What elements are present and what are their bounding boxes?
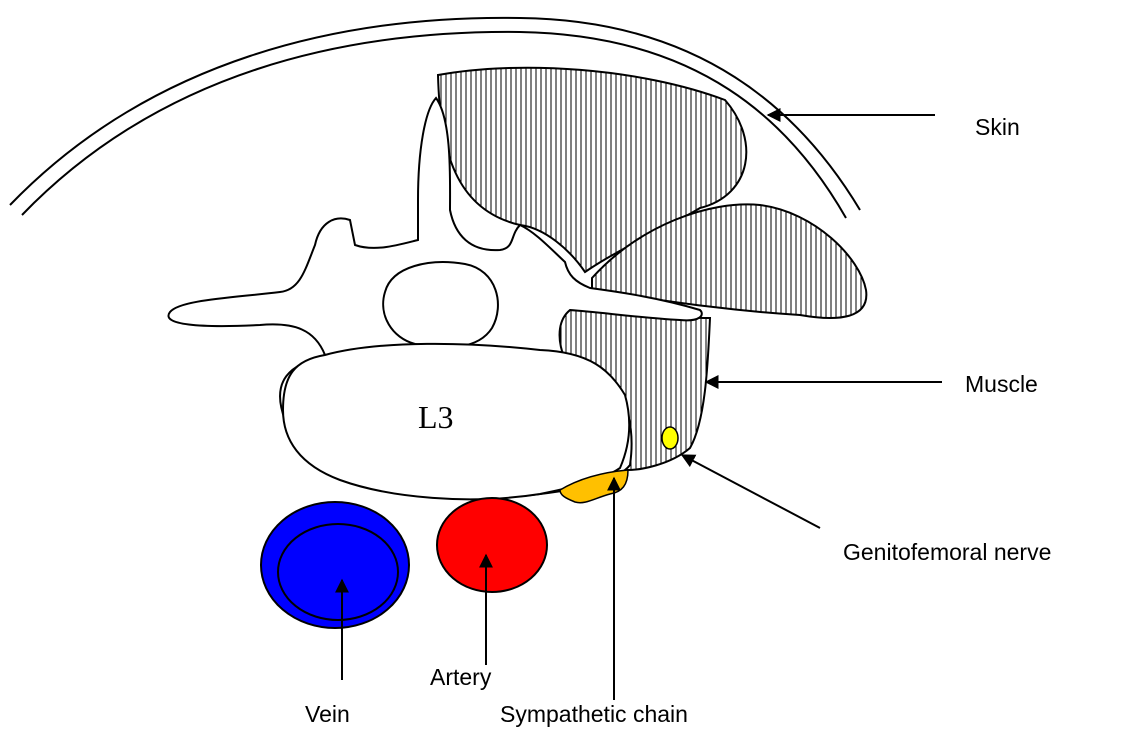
- artery-label: Artery: [430, 664, 492, 690]
- vertebral-foramen: [383, 262, 498, 347]
- vein-shape: [261, 502, 409, 628]
- genitofemoral-nerve-pointer: [682, 455, 820, 528]
- vein-label: Vein: [305, 701, 350, 727]
- sympathetic-chain-label: Sympathetic chain: [500, 701, 688, 727]
- skin-label: Skin: [975, 114, 1020, 140]
- vertebral-body: [283, 344, 629, 499]
- genitofemoral-nerve-label: Genitofemoral nerve: [843, 539, 1051, 565]
- muscle-label: Muscle: [965, 371, 1038, 397]
- vertebra-label: L3: [418, 399, 454, 435]
- genitofemoral-nerve-shape: [662, 427, 678, 449]
- artery-shape: [437, 498, 547, 592]
